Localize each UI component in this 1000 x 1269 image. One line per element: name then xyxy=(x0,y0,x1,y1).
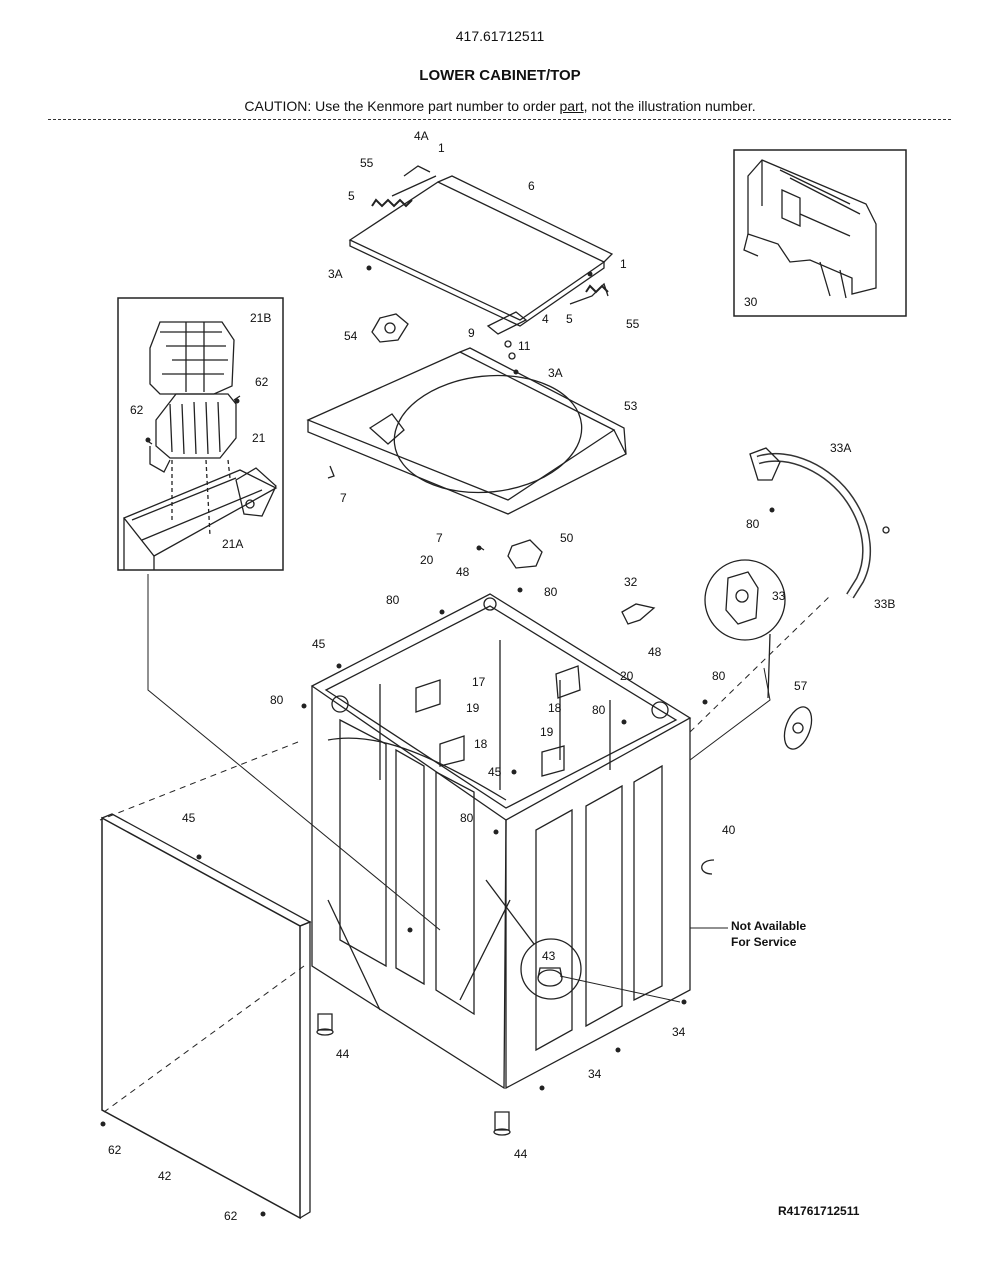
part-57 xyxy=(783,706,813,750)
callout-5b: 5 xyxy=(566,312,573,326)
callout-43: 43 xyxy=(542,949,556,963)
callout-80: 80 xyxy=(746,517,760,531)
not-available-note: Not Available For Service xyxy=(731,918,806,950)
callout-80b: 80 xyxy=(544,585,558,599)
callout-5: 5 xyxy=(348,189,355,203)
callout-21A: 21A xyxy=(222,537,243,551)
callout-21: 21 xyxy=(252,431,266,445)
inset-control-module xyxy=(117,297,284,571)
callout-3Ab: 3A xyxy=(548,366,563,380)
callout-11: 11 xyxy=(518,339,531,353)
top-panel-part-53 xyxy=(306,347,627,515)
reference-number: R41761712511 xyxy=(778,1204,860,1218)
callout-6: 6 xyxy=(528,179,535,193)
callout-labels: 1 4A 55 6 5 3A 1 4 5 55 9 11 3A 54 53 7 … xyxy=(108,129,895,1223)
callout-3A: 3A xyxy=(328,267,343,281)
caution-text: CAUTION: Use the Kenmore part number to … xyxy=(0,98,1000,114)
callout-33: 33 xyxy=(772,589,786,603)
callout-4: 4 xyxy=(542,312,549,326)
part-link[interactable]: part xyxy=(559,98,584,114)
screw-markers xyxy=(100,265,775,1217)
callout-17: 17 xyxy=(472,675,486,689)
callout-48: 48 xyxy=(456,565,470,579)
callout-48b: 48 xyxy=(648,645,662,659)
callout-54: 54 xyxy=(344,329,358,343)
callout-4A: 4A xyxy=(414,129,429,143)
callout-18b: 18 xyxy=(474,737,488,751)
callout-80e: 80 xyxy=(712,669,726,683)
callout-34: 34 xyxy=(672,1025,686,1039)
callout-80c: 80 xyxy=(386,593,400,607)
callout-7b: 7 xyxy=(436,531,443,545)
callout-21B: 21B xyxy=(250,311,271,325)
callout-55: 55 xyxy=(360,156,374,170)
part-50 xyxy=(477,539,543,569)
callout-9: 9 xyxy=(468,326,475,340)
callout-62c: 62 xyxy=(108,1143,122,1157)
part-32 xyxy=(621,603,656,625)
callout-45b: 45 xyxy=(488,765,502,779)
lid-part-6 xyxy=(348,165,614,327)
note-line-2: For Service xyxy=(731,935,797,949)
callout-42: 42 xyxy=(158,1169,172,1183)
leader-lines xyxy=(99,574,833,1113)
inset-part-30 xyxy=(733,149,907,317)
callout-55b: 55 xyxy=(626,317,640,331)
note-line-1: Not Available xyxy=(731,919,807,933)
callout-44b: 44 xyxy=(514,1147,528,1161)
leveling-legs-part-44 xyxy=(316,1013,511,1136)
callout-1: 1 xyxy=(438,141,445,155)
callout-20b: 20 xyxy=(620,669,634,683)
callout-45c: 45 xyxy=(182,811,196,825)
callout-62: 62 xyxy=(255,375,269,389)
callout-45: 45 xyxy=(312,637,326,651)
callout-44: 44 xyxy=(336,1047,350,1061)
callout-57: 57 xyxy=(794,679,808,693)
callout-50: 50 xyxy=(560,531,574,545)
callout-32: 32 xyxy=(624,575,638,589)
caution-prefix: CAUTION: Use the Kenmore part number to … xyxy=(244,98,560,114)
callout-80f: 80 xyxy=(592,703,606,717)
callout-19b: 19 xyxy=(540,725,554,739)
callout-40: 40 xyxy=(722,823,736,837)
callout-19: 19 xyxy=(466,701,480,715)
callout-80d: 80 xyxy=(270,693,284,707)
cabinet-frame xyxy=(310,593,692,1090)
callout-53: 53 xyxy=(624,399,638,413)
callout-33A: 33A xyxy=(830,441,851,455)
header-divider xyxy=(48,119,951,120)
page-title: LOWER CABINET/TOP xyxy=(419,67,581,84)
callout-33B: 33B xyxy=(874,597,895,611)
callout-1b: 1 xyxy=(620,257,627,271)
callout-18: 18 xyxy=(548,701,562,715)
callout-62d: 62 xyxy=(224,1209,238,1223)
detail-circle-43 xyxy=(485,879,582,1000)
caution-suffix: , not the illustration number. xyxy=(583,98,756,114)
front-panel-part-42 xyxy=(101,813,312,1220)
drain-hose-part-33A xyxy=(749,447,890,599)
bracket-part-54 xyxy=(371,313,409,343)
ring-part-40 xyxy=(701,859,715,875)
detail-circle-33 xyxy=(704,559,786,699)
callout-30: 30 xyxy=(744,295,758,309)
callout-7: 7 xyxy=(340,491,347,505)
callout-80g: 80 xyxy=(460,811,474,825)
callout-62b: 62 xyxy=(130,403,144,417)
hinge-part-9 xyxy=(486,311,528,360)
callout-34b: 34 xyxy=(588,1067,602,1081)
model-number: 417.61712511 xyxy=(455,28,545,44)
callout-20: 20 xyxy=(420,553,434,567)
